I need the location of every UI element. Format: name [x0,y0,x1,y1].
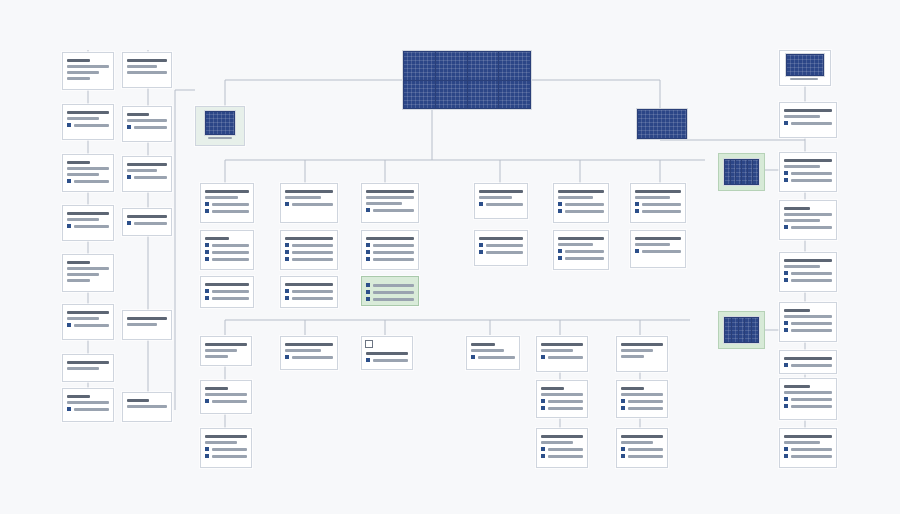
node-card-15-highlight [361,276,419,306]
panel-card-top-right [779,50,831,86]
left-card-a2 [62,104,114,140]
lower-card-3 [361,336,413,370]
right-card-2 [779,152,837,192]
inverter-box-top [718,153,765,191]
lower-card-1 [200,336,252,366]
lower-card-11 [536,428,588,468]
lower-card-4 [466,336,520,370]
right-card-4 [779,252,837,292]
lower-card-8 [536,380,588,418]
left-card-b2 [122,106,172,142]
lower-card-5 [536,336,588,372]
node-card-6 [630,183,686,223]
node-card-5 [553,183,609,223]
left-card-b4 [122,208,172,236]
left-card-b5 [122,310,172,340]
right-card-6 [779,350,837,374]
left-card-a1 [62,52,114,90]
inverter-box-bottom [718,311,765,349]
left-card-b6 [122,392,172,422]
left-card-a3 [62,154,114,192]
node-card-8 [280,230,338,270]
left-card-b3 [122,156,172,192]
left-card-a6 [62,304,114,340]
lower-card-9 [616,380,668,418]
node-card-2 [280,183,338,223]
node-card-11 [553,230,609,270]
right-card-1 [779,102,837,138]
node-card-10 [474,230,528,266]
lower-card-6 [616,336,668,372]
node-card-1 [200,183,254,223]
right-card-8 [779,428,837,468]
left-card-a8 [62,388,114,422]
right-card-3 [779,200,837,240]
solar-panel-right [636,108,688,140]
left-card-b1 [122,52,172,88]
lower-card-7 [200,380,252,414]
node-card-12 [630,230,686,268]
left-card-a7 [62,354,114,382]
node-card-13 [200,276,254,308]
right-card-7 [779,378,837,420]
right-card-5 [779,302,837,342]
left-card-a5 [62,254,114,292]
left-card-a4 [62,205,114,241]
lower-card-12 [616,428,668,468]
node-card-3 [361,183,419,223]
node-card-14 [280,276,338,308]
lower-card-10 [200,428,252,468]
node-card-7 [200,230,254,270]
node-card-4 [474,183,528,219]
panel-card-left [195,106,245,146]
lower-card-2 [280,336,338,370]
node-card-9 [361,230,419,270]
solar-panel-main [402,50,532,110]
